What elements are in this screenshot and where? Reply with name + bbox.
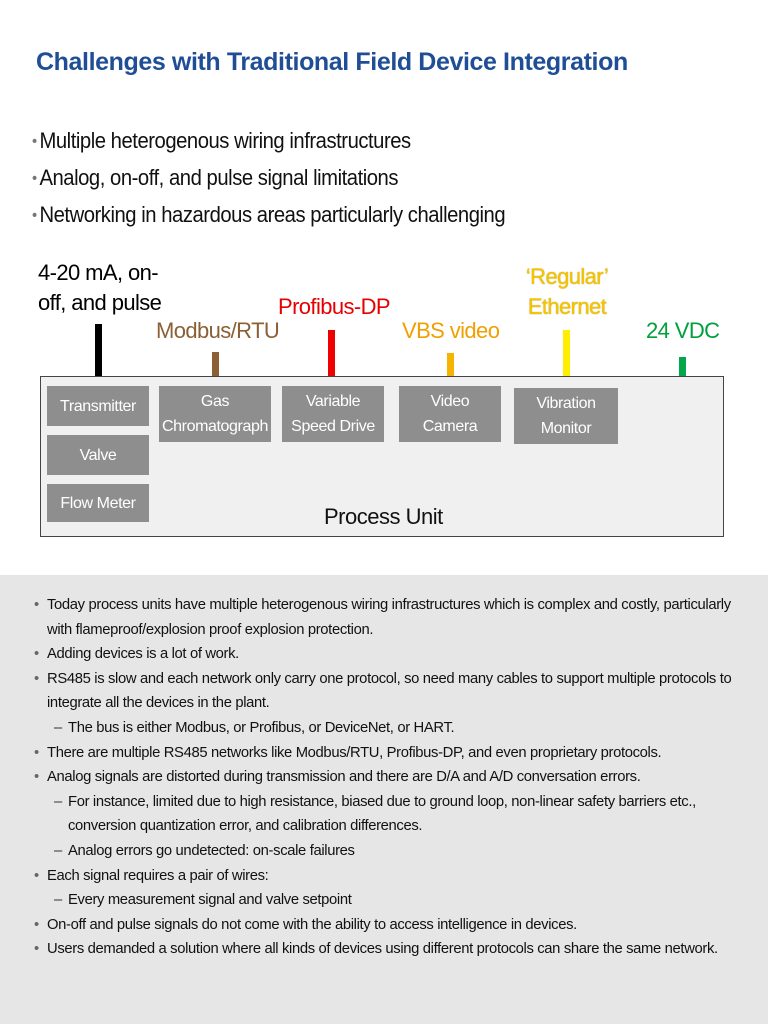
wire-24vdc [679,357,686,376]
note-item: Each signal requires a pair of wires: [34,864,734,889]
bullet-item: •Multiple heterogenous wiring infrastruc… [32,128,411,153]
device-transmitter: Transmitter [47,386,149,426]
note-item: Analog signals are distorted during tran… [34,765,734,790]
note-item: Users demanded a solution where all kind… [34,937,734,962]
note-item: Adding devices is a lot of work. [34,642,734,667]
wire-analog [95,324,102,376]
device-vibration-monitor: Vibration Monitor [514,388,618,444]
wire-modbus [212,352,219,376]
note-subitem: Every measurement signal and valve setpo… [34,888,734,913]
notes-list: Today process units have multiple hetero… [34,593,734,962]
wire-vbs-video [447,353,454,376]
signal-label-analog: 4-20 mA, on- off, and pulse [38,260,162,315]
signal-label-vbs-video: VBS video [402,318,500,343]
slide-title: Challenges with Traditional Field Device… [36,48,628,76]
device-variable-speed-drive: Variable Speed Drive [282,386,384,442]
process-unit-label: Process Unit [324,504,443,529]
bullet-icon: • [32,170,37,187]
slide: Challenges with Traditional Field Device… [32,48,724,537]
note-subitem: The bus is either Modbus, or Profibus, o… [34,716,734,741]
device-video-camera: Video Camera [399,386,501,442]
signal-label-24vdc: 24 VDC [646,318,720,343]
bullet-list: •Multiple heterogenous wiring infrastruc… [32,124,546,235]
note-item: RS485 is slow and each network only carr… [34,667,734,716]
note-item: There are multiple RS485 networks like M… [34,741,734,766]
note-item: On-off and pulse signals do not come wit… [34,913,734,938]
bullet-icon: • [32,133,37,150]
note-subitem: Analog errors go undetected: on-scale fa… [34,839,734,864]
wire-ethernet [563,330,570,376]
signal-label-profibus: Profibus-DP [278,294,391,319]
device-flow-meter: Flow Meter [47,484,149,522]
bullet-icon: • [32,207,37,224]
wire-profibus [328,330,335,376]
speaker-notes: Today process units have multiple hetero… [0,575,768,1024]
device-gas-chromatograph: Gas Chromatograph [159,386,271,442]
signal-label-ethernet: ‘Regular’ Ethernet [525,264,609,319]
note-subitem: For instance, limited due to high resist… [34,790,734,839]
bullet-item: •Analog, on-off, and pulse signal limita… [32,165,399,190]
bullet-item: •Networking in hazardous areas particula… [32,202,506,227]
note-item: Today process units have multiple hetero… [34,593,734,642]
signal-label-modbus: Modbus/RTU [156,318,280,343]
device-valve: Valve [47,435,149,475]
